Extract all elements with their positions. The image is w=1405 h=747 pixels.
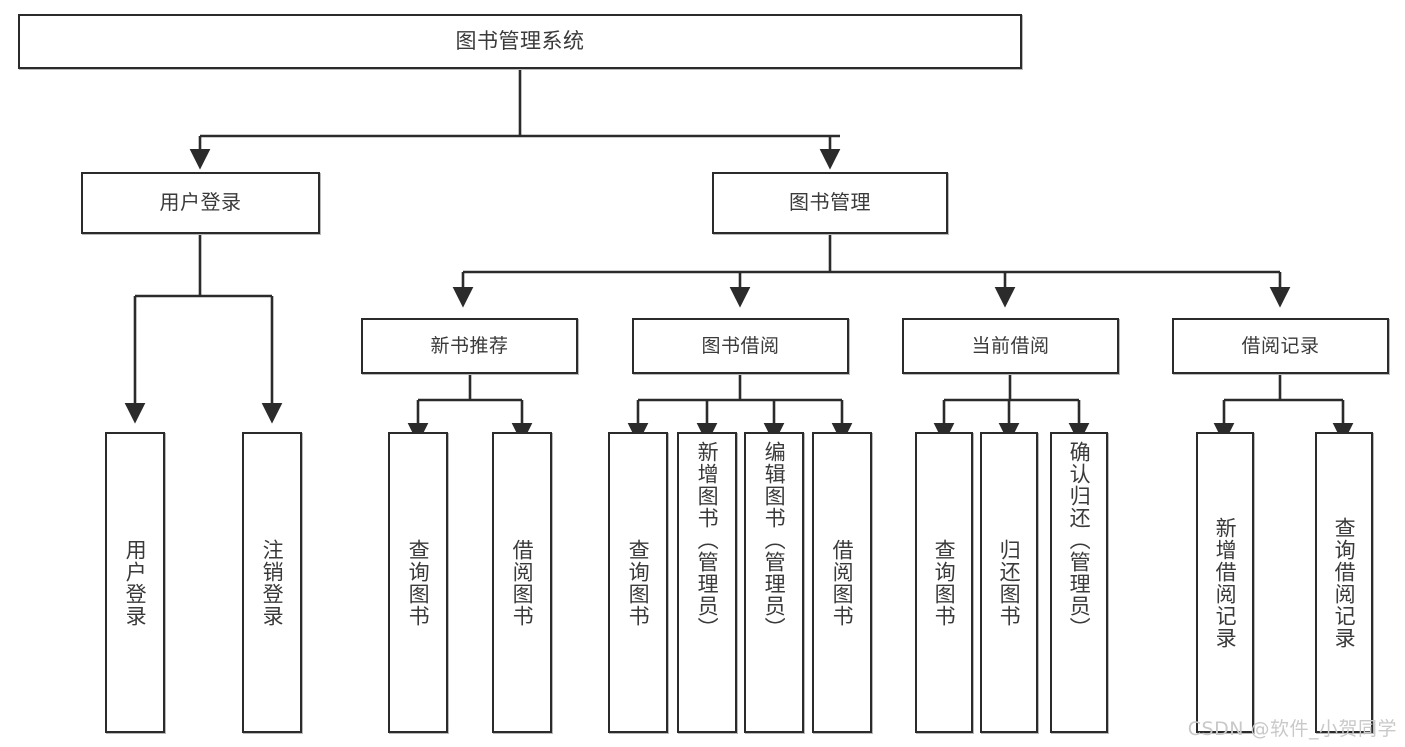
node-label: 借阅图书: [510, 538, 535, 627]
node-leaf-user-login[interactable]: 用户登录: [105, 432, 165, 733]
node-leaf-add-borrow-record[interactable]: 新增借阅记录: [1196, 432, 1254, 733]
node-label: 新增借阅记录: [1213, 516, 1238, 649]
node-leaf-confirm-return-admin[interactable]: 确认归还（管理员）: [1050, 432, 1108, 733]
node-leaf-query-book-recommend[interactable]: 查询图书: [388, 432, 448, 733]
node-label: 查询图书: [932, 538, 957, 627]
node-leaf-borrow-book-recommend[interactable]: 借阅图书: [492, 432, 552, 733]
node-label: 借阅图书: [830, 538, 855, 627]
node-leaf-logout[interactable]: 注销登录: [242, 432, 302, 733]
node-leaf-borrow-book[interactable]: 借阅图书: [812, 432, 872, 733]
node-label: 借阅记录: [1241, 334, 1320, 357]
node-label: 编辑图书（管理员）: [762, 441, 787, 639]
node-label: 用户登录: [123, 538, 148, 627]
node-label: 用户登录: [159, 190, 242, 215]
node-label: 确认归还（管理员）: [1067, 441, 1092, 639]
node-label: 查询图书: [406, 538, 431, 627]
node-borrow-record[interactable]: 借阅记录: [1172, 318, 1389, 374]
node-leaf-add-book-admin[interactable]: 新增图书（管理员）: [677, 432, 737, 733]
node-book-management[interactable]: 图书管理: [712, 172, 948, 234]
node-current-borrow[interactable]: 当前借阅: [902, 318, 1119, 374]
node-leaf-query-book-current[interactable]: 查询图书: [915, 432, 973, 733]
node-root-book-management-system[interactable]: 图书管理系统: [18, 14, 1022, 69]
node-label: 查询图书: [626, 538, 651, 627]
node-leaf-query-book-borrow[interactable]: 查询图书: [608, 432, 668, 733]
node-new-book-recommend[interactable]: 新书推荐: [361, 318, 578, 374]
node-leaf-edit-book-admin[interactable]: 编辑图书（管理员）: [744, 432, 804, 733]
node-label: 当前借阅: [971, 334, 1050, 357]
node-book-borrow[interactable]: 图书借阅: [632, 318, 849, 374]
node-label: 图书借阅: [701, 334, 780, 357]
node-label: 归还图书: [997, 538, 1022, 627]
node-leaf-return-book[interactable]: 归还图书: [980, 432, 1038, 733]
node-label: 新增图书（管理员）: [695, 441, 720, 639]
node-label: 查询借阅记录: [1332, 516, 1357, 649]
node-label: 注销登录: [260, 538, 285, 627]
node-leaf-query-borrow-record[interactable]: 查询借阅记录: [1315, 432, 1373, 733]
node-label: 图书管理系统: [455, 29, 585, 54]
node-label: 新书推荐: [430, 334, 509, 357]
node-user-login[interactable]: 用户登录: [81, 172, 320, 234]
node-label: 图书管理: [789, 190, 871, 215]
